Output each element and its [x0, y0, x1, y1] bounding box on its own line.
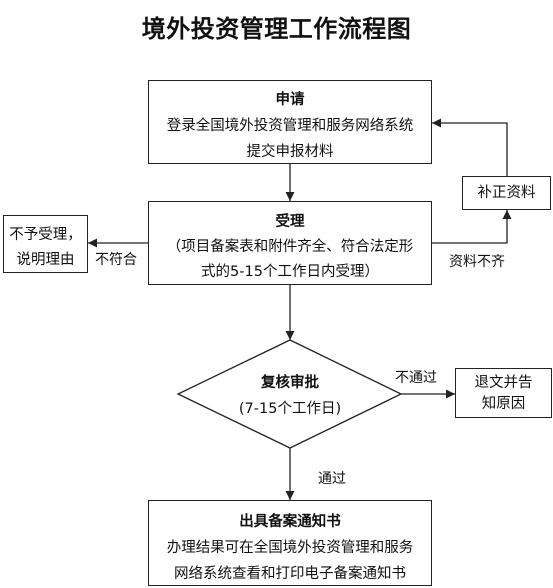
edge-label-incomplete: 资料不齐	[449, 254, 505, 270]
edge-label-not-approved: 不通过	[395, 370, 437, 386]
edge-label-approved: 通过	[318, 471, 346, 487]
diagram-title: 境外投资管理工作流程图	[141, 14, 412, 43]
step-accept-box: 受理 （项目备案表和附件齐全、符合法定形 式的5-15个工作日内受理）	[148, 201, 432, 285]
step-apply-line: 登录全国境外投资管理和服务网络系统	[166, 118, 414, 134]
branch-return-line: 知原因	[481, 396, 526, 412]
step-apply-line: 提交申报材料	[246, 144, 334, 160]
step-review-line: (7-15个工作日)	[238, 401, 342, 417]
branch-reject-line: 说明理由	[16, 252, 75, 268]
step-apply-heading: 申请	[275, 92, 305, 108]
review-diamond	[176, 339, 403, 449]
branch-return-box: 退文并告 知原因	[455, 368, 552, 418]
step-accept-heading: 受理	[275, 214, 305, 230]
step-apply-box: 申请 登录全国境外投资管理和服务网络系统 提交申报材料	[148, 80, 432, 164]
step-accept-line: 式的5-15个工作日内受理）	[201, 264, 379, 280]
step-issue-line: 网络系统查看和打印电子备案通知书	[174, 566, 406, 582]
branch-return-line: 退文并告	[474, 375, 533, 391]
branch-reject-box: 不予受理， 说明理由	[3, 215, 88, 273]
step-accept-line: （项目备案表和附件齐全、符合法定形	[166, 239, 414, 255]
step-review-heading: 复核审批	[261, 375, 319, 391]
arrow-supplement-to-apply	[432, 118, 508, 176]
edge-label-not-compliant: 不符合	[95, 252, 137, 268]
step-issue-line: 办理结果可在全国境外投资管理和服务	[166, 540, 414, 556]
branch-supplement-box: 补正资料	[462, 176, 551, 210]
arrow-accept-to-supplement	[432, 210, 512, 244]
branch-reject-line: 不予受理，	[9, 227, 82, 243]
step-issue-box: 出具备案通知书 办理结果可在全国境外投资管理和服务 网络系统查看和打印电子备案通…	[148, 500, 432, 586]
step-issue-heading: 出具备案通知书	[239, 514, 341, 530]
branch-supplement-label: 补正资料	[477, 185, 536, 201]
